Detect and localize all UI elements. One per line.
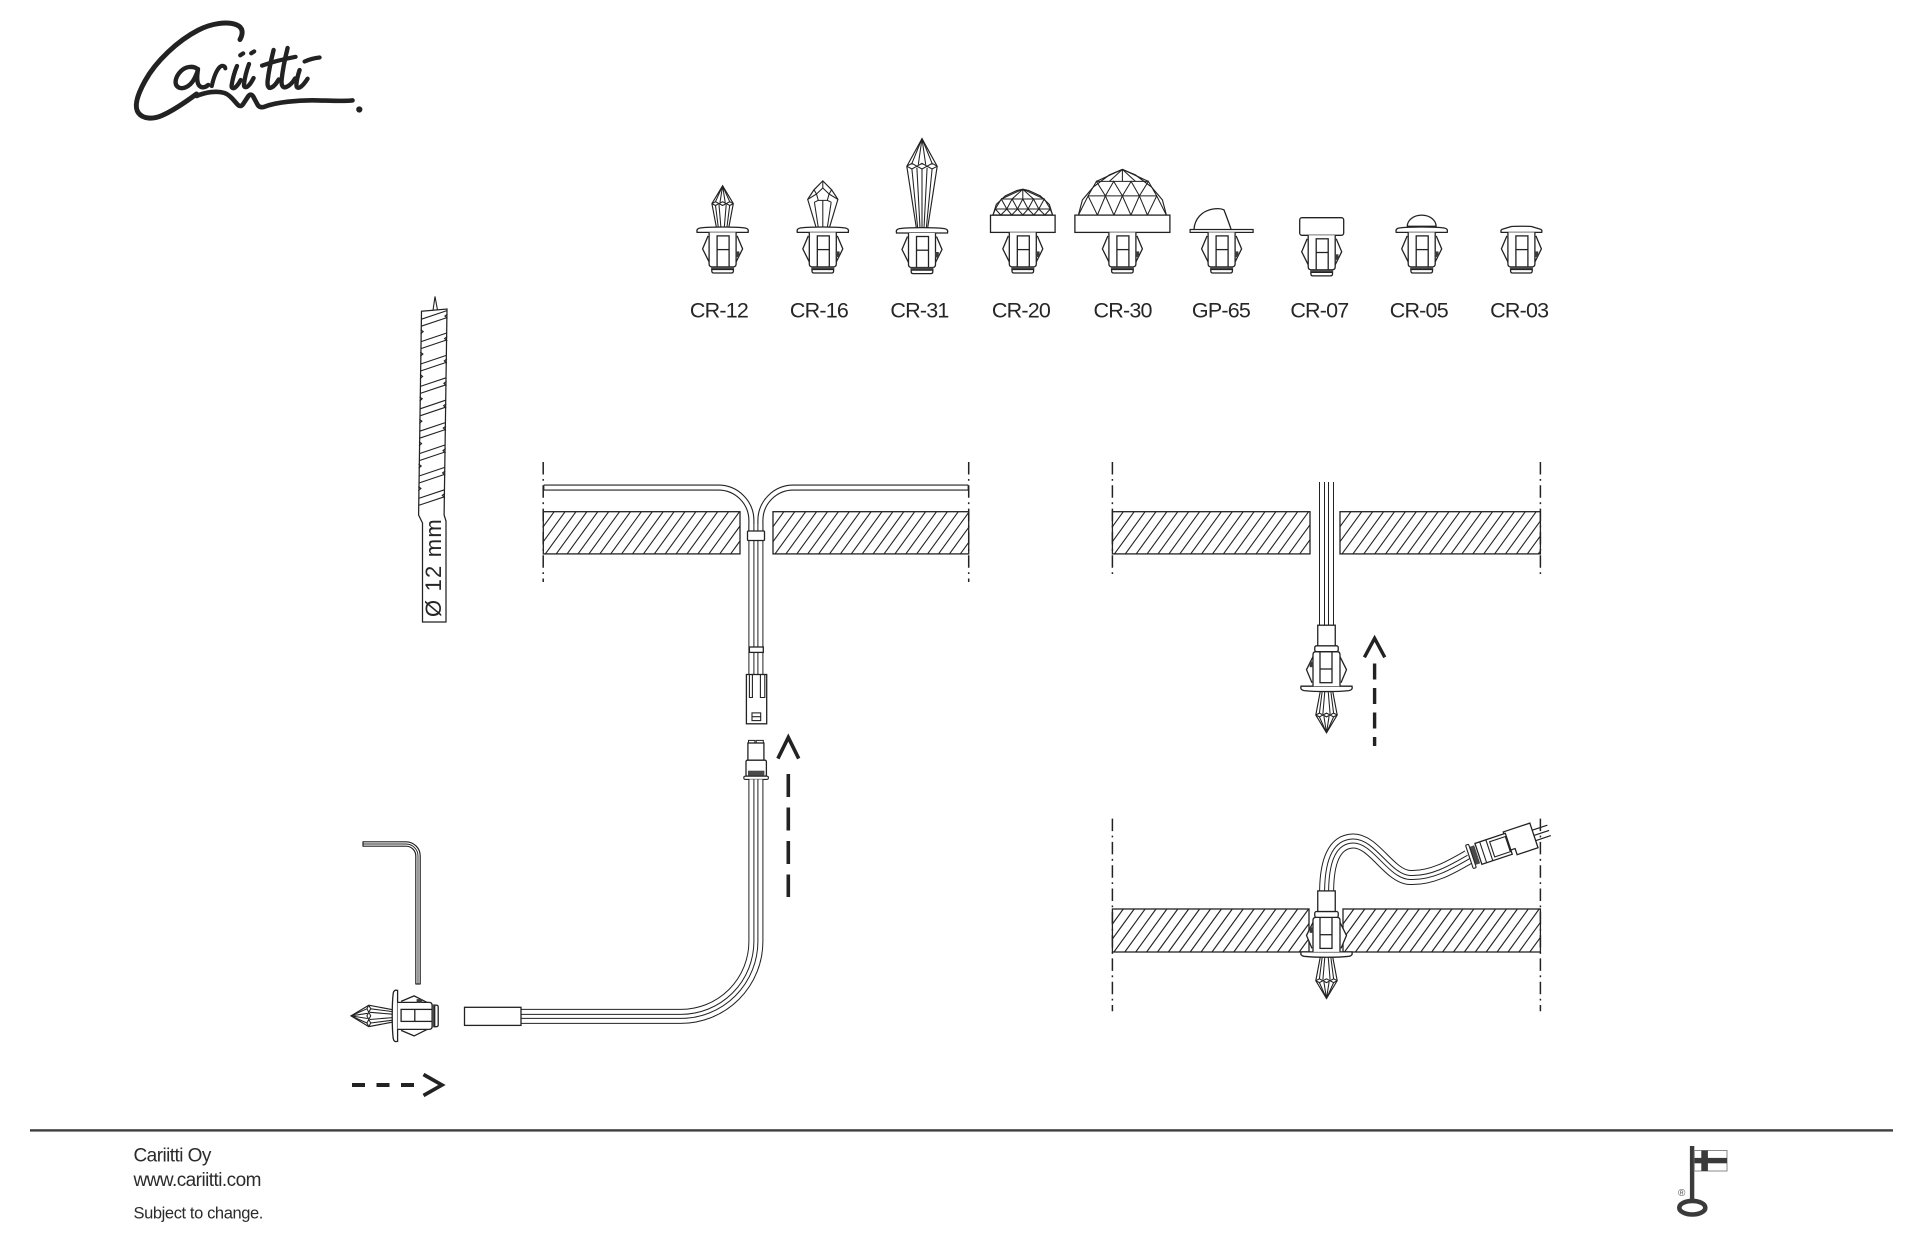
svg-text:CR-16: CR-16 [790, 299, 849, 323]
svg-text:CR-03: CR-03 [1490, 299, 1549, 323]
svg-text:GP-65: GP-65 [1192, 299, 1251, 323]
svg-text:CR-05: CR-05 [1390, 299, 1449, 323]
svg-text:Ø 12 mm: Ø 12 mm [421, 518, 446, 617]
svg-text:Subject to change.: Subject to change. [134, 1205, 263, 1223]
svg-text:Cariitti Oy: Cariitti Oy [134, 1145, 212, 1166]
svg-text:CR-30: CR-30 [1094, 299, 1153, 323]
svg-text:CR-20: CR-20 [992, 299, 1051, 323]
svg-text:CR-31: CR-31 [890, 299, 948, 323]
svg-text:®: ® [1678, 1188, 1686, 1199]
svg-text:CR-12: CR-12 [690, 299, 748, 323]
svg-text:www.cariitti.com: www.cariitti.com [133, 1170, 261, 1191]
svg-text:CR-07: CR-07 [1290, 299, 1348, 323]
